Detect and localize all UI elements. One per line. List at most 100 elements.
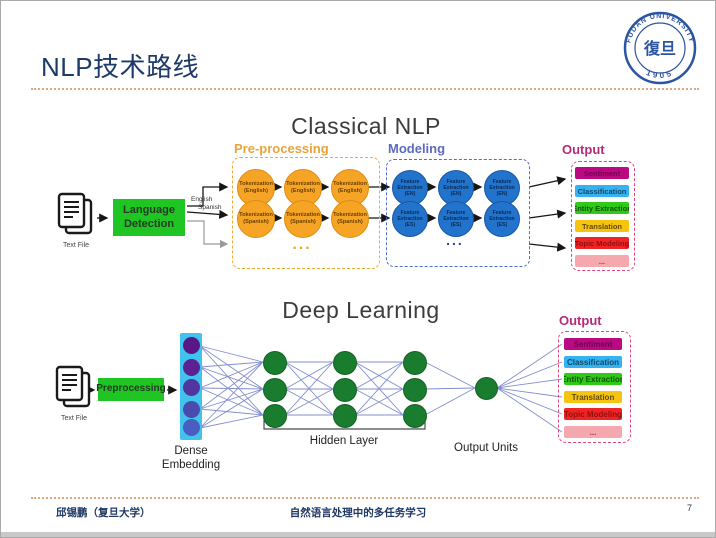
deep-output-task-more: ...: [564, 426, 622, 438]
classical-output-task-more: ...: [575, 255, 629, 267]
node-label2: Extraction: [443, 184, 469, 191]
hidden-node: [403, 378, 427, 402]
logo-seal-icon: FUDAN UNIVERSITY 1905 復旦: [623, 11, 697, 85]
logo-center-text: 復旦: [643, 39, 676, 58]
hidden-node: [333, 378, 357, 402]
classical-output-group-box: [571, 161, 635, 271]
svg-text:1905: 1905: [645, 68, 675, 80]
classical-output-task-translation: Translation: [575, 220, 629, 232]
node-label: Tokenization: [333, 212, 367, 219]
preprocessing-group-box: [232, 157, 380, 269]
feature-extraction-en-node-3: Feature Extraction (EN): [484, 170, 520, 206]
deep-learning-title: Deep Learning: [282, 297, 440, 323]
node-label2: Extraction: [397, 184, 423, 191]
tokenization-spanish-node-2: Tokenization (Spanish): [284, 200, 322, 238]
node-label: Tokenization: [286, 181, 320, 188]
hidden-node: [263, 351, 287, 375]
modeling-stage-label: Modeling: [388, 141, 446, 156]
deep-output-task-classification: Classification: [564, 356, 622, 368]
node-sublabel: (EN): [450, 191, 462, 198]
text-file-icon: [53, 191, 99, 246]
embedding-node-3: [183, 379, 200, 396]
slide-bottom-edge: [1, 532, 715, 537]
tokenization-spanish-node-3: Tokenization (Spanish): [331, 200, 369, 238]
node-label: Tokenization: [286, 212, 320, 219]
node-label2: Extraction: [443, 215, 469, 222]
embedding-node-2: [183, 359, 200, 376]
node-sublabel: (English): [291, 188, 315, 194]
feature-extraction-en-node-1: Feature Extraction (EN): [392, 170, 428, 206]
deep-output-task-translation: Translation: [564, 391, 622, 403]
network-edges: [199, 343, 563, 433]
classical-output-task-sentiment: Sentiment: [575, 167, 629, 179]
node-sublabel: (EN): [404, 191, 416, 198]
node-label2: Extraction: [397, 215, 423, 222]
hidden-node: [333, 404, 357, 428]
node-label2: Extraction: [489, 184, 515, 191]
feature-extraction-en-node-2: Feature Extraction (EN): [438, 170, 474, 206]
deep-output-task-entity-extraction: Entity Extraction: [564, 373, 622, 385]
node-sublabel: (ES): [404, 222, 416, 229]
hidden-node: [403, 404, 427, 428]
classical-output-stage-label: Output: [562, 142, 605, 157]
feature-extraction-es-node-1: Feature Extraction (ES): [392, 201, 428, 237]
node-label: Feature: [492, 178, 512, 185]
node-sublabel: (English): [338, 188, 362, 194]
tokenization-spanish-node-1: Tokenization (Spanish): [237, 200, 275, 238]
node-label: Tokenization: [239, 181, 273, 188]
hidden-layer-label: Hidden Layer: [309, 435, 379, 447]
hidden-node: [263, 404, 287, 428]
node-sublabel: (ES): [450, 222, 462, 229]
classical-nlp-title: Classical NLP: [291, 113, 441, 139]
title-divider: [31, 88, 699, 90]
embedding-node-4: [183, 401, 200, 418]
node-label: Tokenization: [333, 181, 367, 188]
embedding-node-1: [183, 337, 200, 354]
node-label: Feature: [400, 209, 420, 216]
deep-output-group-box: [558, 331, 631, 443]
node-label: Feature: [446, 209, 466, 216]
dense-embedding-label: Dense Embedding: [161, 445, 221, 472]
node-sublabel: (Spanish): [290, 219, 316, 225]
footer-deck-title: 自然语言处理中的多任务学习: [289, 507, 427, 519]
spanish-branch-label: Spanish: [198, 204, 222, 211]
node-label: Tokenization: [239, 212, 273, 219]
node-label: Feature: [492, 209, 512, 216]
logo-year-text: 1905: [645, 68, 672, 80]
preprocessing-ellipsis: ...: [292, 236, 312, 253]
node-label: Feature: [400, 178, 420, 185]
classical-gray-branch-arrow: [187, 220, 229, 249]
hidden-node: [263, 378, 287, 402]
footer-divider: [31, 497, 699, 499]
node-label2: Extraction: [489, 215, 515, 222]
modeling-group-box: [386, 159, 530, 267]
node-sublabel: (Spanish): [337, 219, 363, 225]
classical-output-task-entity-extraction: Entity Extraction: [575, 202, 629, 214]
language-detection-box: Language Detection: [113, 199, 185, 236]
deep-output-task-sentiment: Sentiment: [564, 338, 622, 350]
hidden-node: [333, 351, 357, 375]
english-branch-label: English: [191, 196, 213, 203]
node-sublabel: (ES): [496, 222, 508, 229]
text-file-caption: Text File: [62, 242, 90, 249]
preprocessing-stage-label: Pre-processing: [234, 141, 329, 156]
embedding-node-5: [183, 419, 200, 436]
classical-output-task-topic-modeling: Topic Modeling: [575, 237, 629, 249]
feature-extraction-es-node-2: Feature Extraction (ES): [438, 201, 474, 237]
text-file-icon: [51, 364, 97, 419]
node-label: Feature: [446, 178, 466, 185]
feature-extraction-es-node-3: Feature Extraction (ES): [484, 201, 520, 237]
preprocessing-box: Preprocessing: [96, 378, 166, 401]
node-sublabel: (Spanish): [243, 219, 269, 225]
text-file-caption: Text File: [60, 415, 88, 422]
page-title: NLP技术路线: [41, 52, 200, 82]
classical-output-task-classification: Classification: [575, 185, 629, 197]
output-units-label: Output Units: [454, 442, 518, 454]
hidden-node: [403, 351, 427, 375]
page-number: 7: [687, 503, 693, 513]
footer-author: 邱锡鹏（复旦大学）: [56, 507, 151, 519]
modeling-ellipsis: ...: [446, 232, 464, 248]
output-unit-node: [475, 377, 498, 400]
node-sublabel: (EN): [496, 191, 508, 198]
